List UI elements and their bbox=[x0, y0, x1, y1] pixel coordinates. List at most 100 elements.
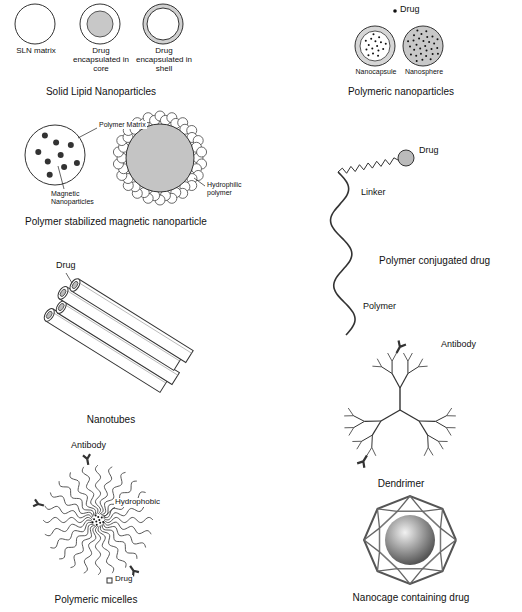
drug-dot bbox=[96, 524, 98, 526]
dendrimer-branch bbox=[436, 421, 447, 427]
legend-text: Drug bbox=[114, 575, 133, 584]
drug-dot bbox=[415, 55, 417, 57]
cage-inner bbox=[380, 511, 441, 568]
magnetic-particle bbox=[61, 164, 67, 170]
conjugated-drug bbox=[398, 150, 414, 166]
drug-dot bbox=[430, 58, 432, 60]
dendrimer-branch bbox=[419, 421, 428, 435]
figure-caption: Polymeric micelles bbox=[25, 594, 167, 605]
drug-dot bbox=[413, 49, 415, 51]
tube-body bbox=[59, 287, 181, 370]
part-label: Nanosphere bbox=[398, 68, 450, 76]
sln-shell-inner bbox=[147, 8, 179, 40]
drug-dot bbox=[431, 36, 433, 38]
sln-core-particle bbox=[80, 4, 120, 44]
drug-dot bbox=[372, 52, 374, 54]
polymer-chain bbox=[50, 522, 92, 548]
antibody-symbol bbox=[33, 499, 45, 509]
dendrimer-branch bbox=[447, 415, 456, 416]
magnetic-particle bbox=[58, 152, 64, 158]
dendrimer-branch bbox=[447, 408, 452, 416]
dendrimer bbox=[344, 341, 456, 468]
drug-dot bbox=[432, 53, 434, 55]
part-label: Magnetic Nanoparticles bbox=[50, 190, 112, 205]
antibody-symbol bbox=[393, 341, 406, 355]
dendrimer-branch bbox=[372, 366, 381, 368]
dendrimer-branch bbox=[446, 428, 451, 436]
dendrimer-branch bbox=[362, 435, 373, 441]
drug-dot bbox=[416, 60, 418, 62]
drug-dot bbox=[97, 516, 99, 518]
cage-strut bbox=[440, 540, 456, 571]
nanotube bbox=[68, 277, 193, 363]
antibody-symbol bbox=[83, 454, 92, 465]
dendrimer-branch bbox=[408, 353, 412, 361]
dendrimer-branch bbox=[424, 447, 428, 455]
dendrimer-branch bbox=[372, 447, 376, 455]
part-label: SLN matrix bbox=[13, 47, 59, 56]
magnetic-particle bbox=[42, 133, 48, 139]
antibody-symbol bbox=[357, 453, 370, 468]
tube-line bbox=[77, 282, 191, 354]
part-label: Nanocapsule bbox=[350, 68, 402, 76]
dendrimer-branch bbox=[371, 435, 373, 447]
tube-drug bbox=[71, 280, 79, 289]
magnetic-particle bbox=[47, 172, 53, 178]
cage-strut bbox=[440, 509, 456, 540]
drug-dot bbox=[424, 45, 426, 47]
drug-dot bbox=[433, 43, 435, 45]
sln-core bbox=[87, 11, 113, 37]
part-label: Linker bbox=[360, 188, 387, 198]
polymer-chain bbox=[45, 520, 92, 536]
antibody-stem bbox=[357, 453, 370, 468]
leader-line bbox=[194, 178, 205, 186]
legend-text: Drug bbox=[399, 5, 421, 15]
drug-dot bbox=[377, 55, 379, 57]
dendrimer-branch bbox=[364, 420, 380, 422]
drug-dot bbox=[380, 41, 382, 43]
dendrimer-branch bbox=[372, 421, 381, 435]
drug-dot bbox=[436, 47, 438, 49]
dendrimer-branch bbox=[399, 388, 400, 410]
magnetic-particle bbox=[68, 142, 74, 148]
cage-strut bbox=[364, 509, 380, 540]
cage-strut bbox=[377, 496, 410, 511]
nanotube bbox=[56, 285, 181, 371]
drug-dot bbox=[99, 522, 101, 524]
dendrimer-branch bbox=[377, 359, 381, 367]
dendrimer-branch bbox=[403, 353, 407, 361]
drug-dot bbox=[418, 37, 420, 39]
nanocage bbox=[364, 496, 456, 584]
dendrimer-branch bbox=[349, 428, 354, 436]
drug-dot bbox=[372, 33, 374, 35]
nanosphere bbox=[403, 26, 443, 66]
dendrimer-branch bbox=[418, 359, 422, 367]
nanotubes bbox=[42, 277, 193, 392]
part-label: Drug bbox=[55, 261, 77, 271]
cage-strut bbox=[364, 540, 380, 571]
leader-line bbox=[78, 128, 97, 138]
drug-dot bbox=[92, 521, 94, 523]
part-label: Polymer Matrix bbox=[98, 121, 147, 129]
cage-strut bbox=[377, 569, 410, 584]
drug-dot bbox=[374, 40, 376, 42]
part-label: Hydrophobic bbox=[114, 498, 161, 507]
solid-lipid-nanoparticles bbox=[15, 4, 183, 44]
dendrimer-branch bbox=[357, 441, 362, 449]
antibody-stem bbox=[33, 499, 45, 509]
dendrimer-branch bbox=[408, 367, 418, 374]
drug-dot bbox=[102, 521, 104, 523]
linker-spring bbox=[338, 158, 398, 173]
figure-caption: Polymer stabilized magnetic nanoparticle bbox=[0, 216, 232, 227]
drug-dot bbox=[365, 40, 367, 42]
drug-dot bbox=[376, 45, 378, 47]
dendrimer-branch bbox=[418, 366, 427, 368]
antibody-stem bbox=[393, 341, 406, 355]
nanocapsule-shell bbox=[355, 26, 395, 66]
drug-dot bbox=[371, 47, 373, 49]
cage-strut bbox=[410, 496, 443, 511]
drug-dot bbox=[385, 43, 387, 45]
drug-dot bbox=[420, 33, 422, 35]
magnetic-nanoparticles bbox=[25, 111, 207, 205]
